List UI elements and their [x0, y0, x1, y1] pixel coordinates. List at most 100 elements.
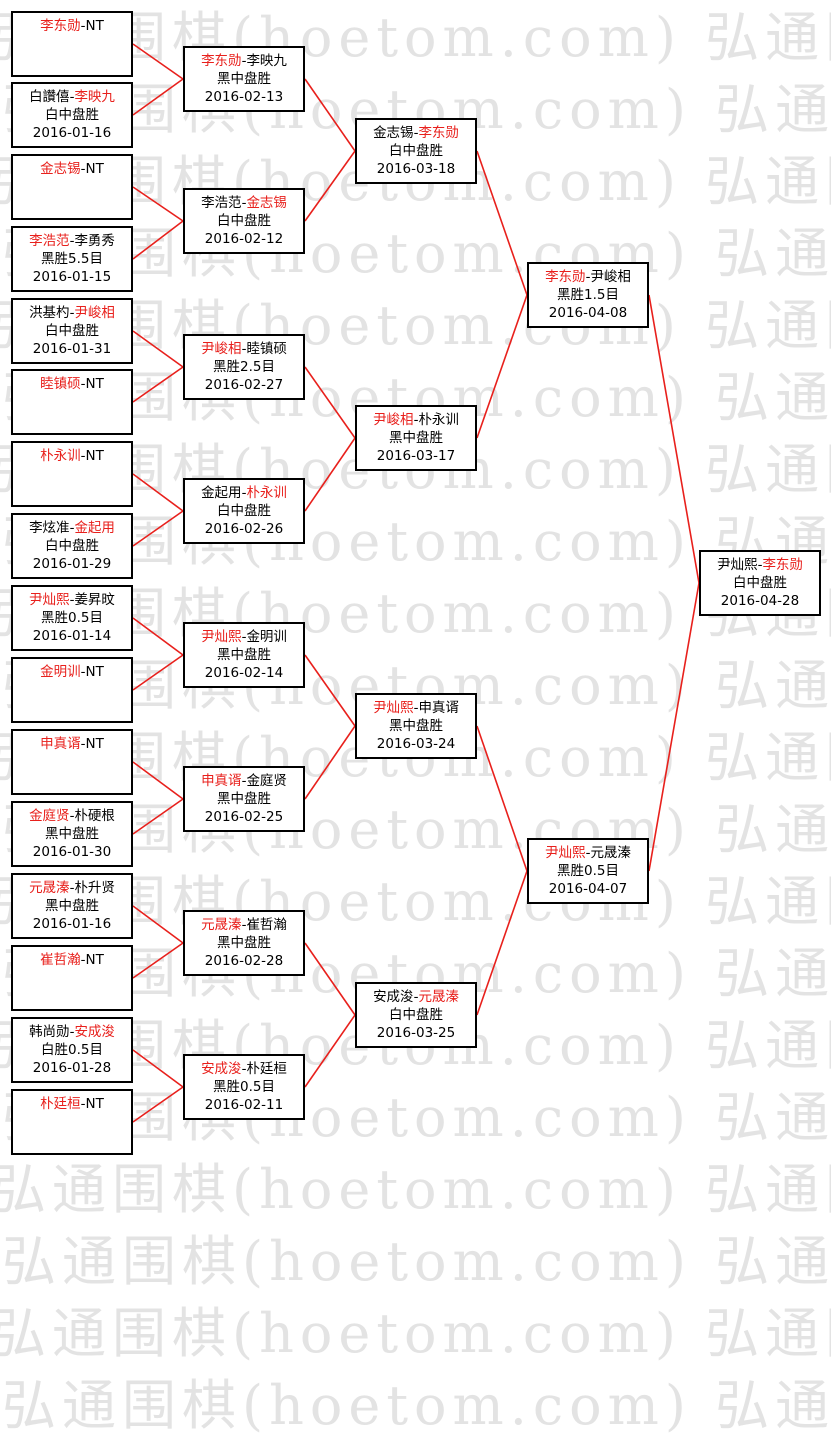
player-separator: -	[241, 1061, 247, 1077]
match-box[interactable]: 金志锡-NT	[11, 154, 133, 220]
player-separator: -	[80, 448, 86, 464]
bracket-connector	[132, 798, 184, 835]
player-black: 李浩范	[201, 195, 242, 211]
match-players: 尹峻相-朴永训	[357, 411, 475, 429]
match-players: 金志锡-李东勋	[357, 124, 475, 142]
bracket-connectors	[132, 43, 700, 1123]
player-separator: -	[80, 664, 86, 680]
player-black: 白讚僖	[29, 89, 70, 105]
match-date: 2016-03-25	[376, 1025, 456, 1041]
player-white: NT	[85, 664, 104, 680]
bracket-connector	[132, 1086, 184, 1123]
match-result: 白中盘胜	[45, 107, 99, 123]
player-white: 睦镇硕	[246, 341, 287, 357]
match-players: 崔哲瀚-NT	[13, 951, 131, 969]
match-date: 2016-01-16	[32, 916, 112, 932]
match-players: 申真谞-金庭贤	[185, 772, 303, 790]
match-box[interactable]: 崔哲瀚-NT	[11, 945, 133, 1011]
bracket-connector	[132, 761, 184, 800]
player-white: NT	[85, 376, 104, 392]
player-black: 尹灿熙	[717, 557, 758, 573]
match-box[interactable]: 朴永训-NT	[11, 441, 133, 507]
player-separator: -	[69, 592, 75, 608]
watermark-line: 弘通围棋(hoetom.com) 弘通围棋	[0, 870, 831, 933]
player-black: 睦镇硕	[40, 376, 81, 392]
player-black: 朴永训	[40, 448, 81, 464]
bracket-connector	[132, 473, 184, 512]
match-result: 黑胜2.5目	[213, 359, 275, 375]
player-separator: -	[757, 557, 763, 573]
match-box[interactable]: 李东勋-NT	[11, 11, 133, 77]
match-players: 申真谞-NT	[13, 735, 131, 753]
match-result: 白中盘胜	[389, 143, 443, 159]
player-separator: -	[80, 736, 86, 752]
player-separator: -	[69, 808, 75, 824]
match-players: 金志锡-NT	[13, 160, 131, 178]
match-result: 黑中盘胜	[45, 898, 99, 914]
match-date: 2016-01-30	[32, 844, 112, 860]
player-white: 李东勋	[418, 125, 459, 141]
match-players: 元晟溱-朴升贤	[13, 879, 131, 897]
player-black: 李东勋	[201, 53, 242, 69]
player-black: 李东勋	[40, 18, 81, 34]
bracket-connector	[648, 582, 700, 872]
match-box[interactable]: 朴廷桓-NT	[11, 1089, 133, 1155]
bracket-connector	[132, 654, 184, 691]
player-white: 金起用	[74, 520, 115, 536]
match-result: 黑胜0.5目	[213, 1079, 275, 1095]
match-date: 2016-02-26	[204, 521, 284, 537]
match-box[interactable]: 元晟溱-朴升贤黑中盘胜 2016-01-16	[11, 873, 133, 939]
player-separator: -	[241, 629, 247, 645]
bracket-connector	[132, 78, 184, 116]
match-box[interactable]: 金庭贤-朴硬根黑中盘胜 2016-01-30	[11, 801, 133, 867]
match-box[interactable]: 睦镇硕-NT	[11, 369, 133, 435]
player-black: 尹灿熙	[29, 592, 70, 608]
player-black: 金志锡	[373, 125, 414, 141]
match-result: 黑中盘胜	[217, 935, 271, 951]
match-result: 黑中盘胜	[45, 826, 99, 842]
player-separator: -	[69, 1024, 75, 1040]
player-white: 李东勋	[762, 557, 803, 573]
match-date: 2016-01-28	[32, 1060, 112, 1076]
match-result: 白中盘胜	[45, 538, 99, 554]
match-players: 金庭贤-朴硬根	[13, 807, 131, 825]
match-date: 2016-02-28	[204, 953, 284, 969]
watermark-line: 弘通围棋(hoetom.com) 弘通围棋	[0, 294, 831, 357]
match-players: 洪基杓-尹峻相	[13, 304, 131, 322]
player-white: NT	[85, 952, 104, 968]
player-black: 元晟溱	[201, 917, 242, 933]
player-separator: -	[80, 161, 86, 177]
watermark-line: 弘通围棋(hoetom.com) 弘通围棋	[0, 1302, 831, 1365]
player-white: 尹峻相	[74, 305, 115, 321]
bracket-connector	[132, 186, 184, 222]
player-white: 安成浚	[74, 1024, 115, 1040]
player-black: 李东勋	[545, 269, 586, 285]
match-players: 安成浚-元晟溱	[357, 988, 475, 1006]
match-box[interactable]: 金明训-NT	[11, 657, 133, 723]
bracket-connector	[648, 294, 700, 584]
match-box[interactable]: 申真谞-NT	[11, 729, 133, 795]
player-white: 朴升贤	[74, 880, 115, 896]
player-white: 朴廷桓	[246, 1061, 287, 1077]
